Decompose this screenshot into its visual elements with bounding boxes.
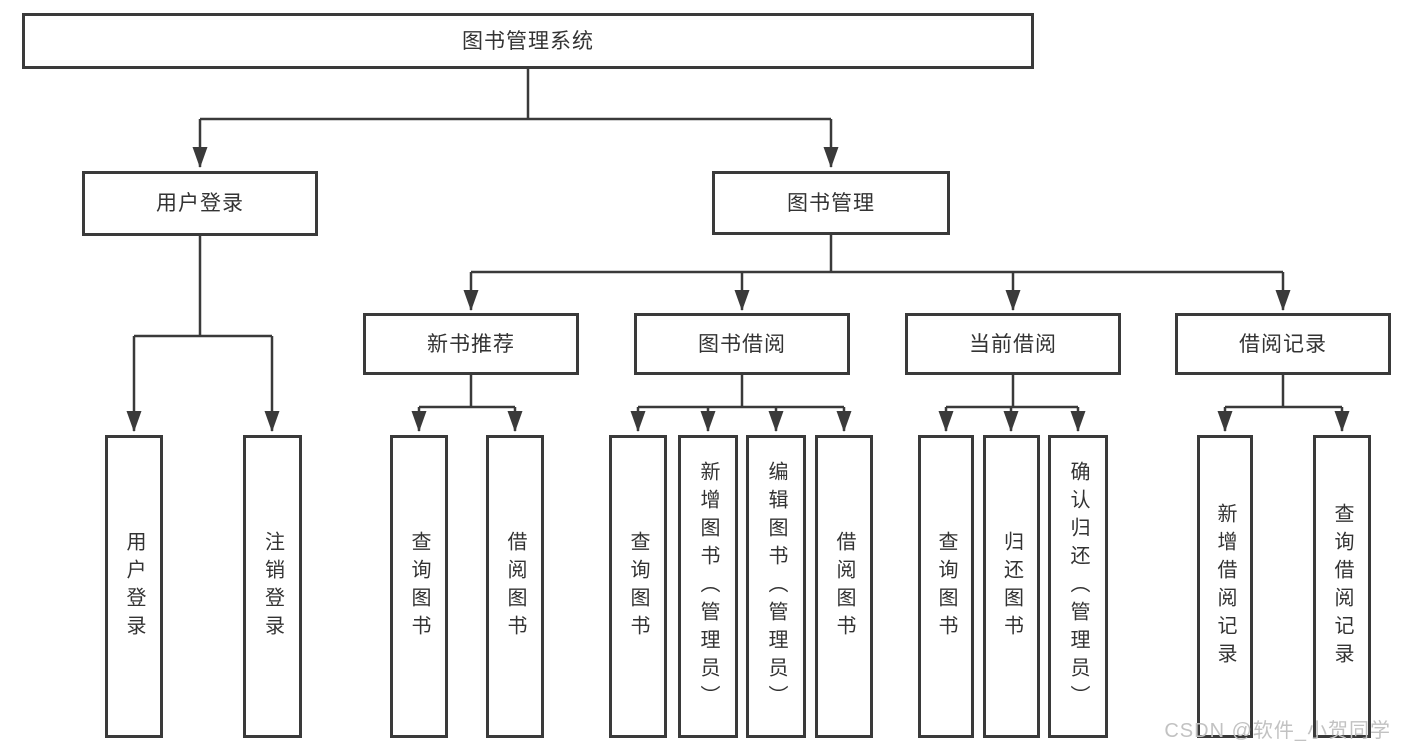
node-borrow-edit-books-admin: 编辑图书（管理员） bbox=[746, 435, 806, 738]
node-recommend-borrow-books: 借阅图书 bbox=[486, 435, 544, 738]
node-records-query-record: 查询借阅记录 bbox=[1313, 435, 1371, 738]
node-current-return-books: 归还图书 bbox=[983, 435, 1040, 738]
node-current-borrow: 当前借阅 bbox=[905, 313, 1121, 375]
node-current-query-books: 查询图书 bbox=[918, 435, 974, 738]
node-new-book-recommend: 新书推荐 bbox=[363, 313, 579, 375]
connector-spines bbox=[134, 69, 1342, 409]
csdn-watermark: CSDN @软件_小贺同学 bbox=[1164, 720, 1391, 742]
node-borrow-records: 借阅记录 bbox=[1175, 313, 1391, 375]
node-book-borrow: 图书借阅 bbox=[634, 313, 850, 375]
node-leaf-user-login: 用户登录 bbox=[105, 435, 163, 738]
node-book-management: 图书管理 bbox=[712, 171, 950, 235]
node-user-login: 用户登录 bbox=[82, 171, 318, 236]
node-root: 图书管理系统 bbox=[22, 13, 1034, 69]
node-recommend-query-books: 查询图书 bbox=[390, 435, 448, 738]
node-records-add-record: 新增借阅记录 bbox=[1197, 435, 1253, 738]
node-borrow-add-books-admin: 新增图书（管理员） bbox=[678, 435, 738, 738]
node-leaf-logout: 注销登录 bbox=[243, 435, 302, 738]
node-current-confirm-return-admin: 确认归还（管理员） bbox=[1048, 435, 1108, 738]
node-borrow-query-books: 查询图书 bbox=[609, 435, 667, 738]
node-borrow-borrow-books: 借阅图书 bbox=[815, 435, 873, 738]
